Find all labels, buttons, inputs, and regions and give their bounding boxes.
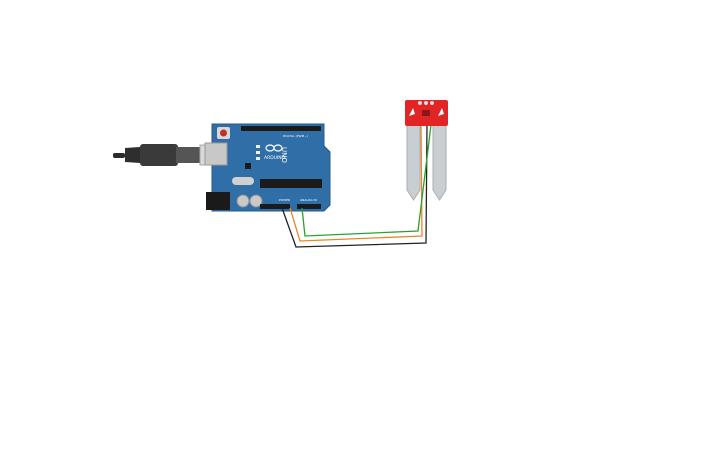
atmega-chip <box>260 179 322 188</box>
power-jack <box>206 192 230 210</box>
capacitor-1 <box>236 194 250 208</box>
probe-right <box>432 123 447 201</box>
sensor-pin-vcc[interactable] <box>418 101 422 105</box>
brand-label: ARDUINO <box>264 155 286 161</box>
led-l <box>256 145 260 148</box>
usb-chip <box>245 163 251 169</box>
power-header-label: POWER <box>279 198 290 202</box>
wire-green[interactable] <box>301 124 432 237</box>
sparkfun-flame-logo <box>438 108 444 116</box>
usb-plug-body <box>140 144 178 166</box>
usb-cable[interactable] <box>113 144 227 166</box>
led-tx <box>256 151 260 154</box>
usb-cable-tail <box>113 153 125 158</box>
wire-black[interactable] <box>281 124 428 248</box>
board-pcb <box>211 123 331 212</box>
wires <box>281 124 432 248</box>
usb-strain-relief <box>125 147 140 163</box>
analog-header-label: ANALOG IN <box>300 198 317 202</box>
arduino-uno-board[interactable]: ARDUINO UNO DIGITAL (PWM~) POWER ANALOG … <box>204 123 331 212</box>
sensor-header <box>422 110 430 116</box>
crystal-oscillator <box>232 177 254 185</box>
led-rx <box>256 157 260 160</box>
probe-left <box>406 123 421 201</box>
sparkfun-flame-logo-left <box>409 108 415 116</box>
sensor-pin-sig[interactable] <box>430 101 434 105</box>
soil-moisture-sensor[interactable] <box>405 100 448 201</box>
digital-header[interactable] <box>241 126 321 131</box>
usb-plug-neck <box>176 147 202 163</box>
model-label: UNO <box>280 147 288 163</box>
reset-button-cap <box>220 129 227 137</box>
arduino-infinity-logo <box>265 144 283 152</box>
sensor-pin-gnd[interactable] <box>424 101 428 105</box>
digital-header-label: DIGITAL (PWM~) <box>283 134 308 138</box>
wire-orange[interactable] <box>289 124 423 242</box>
analog-header[interactable] <box>297 204 321 209</box>
capacitor-2 <box>249 194 263 208</box>
power-header[interactable] <box>260 204 290 209</box>
usb-b-jack <box>204 142 228 166</box>
